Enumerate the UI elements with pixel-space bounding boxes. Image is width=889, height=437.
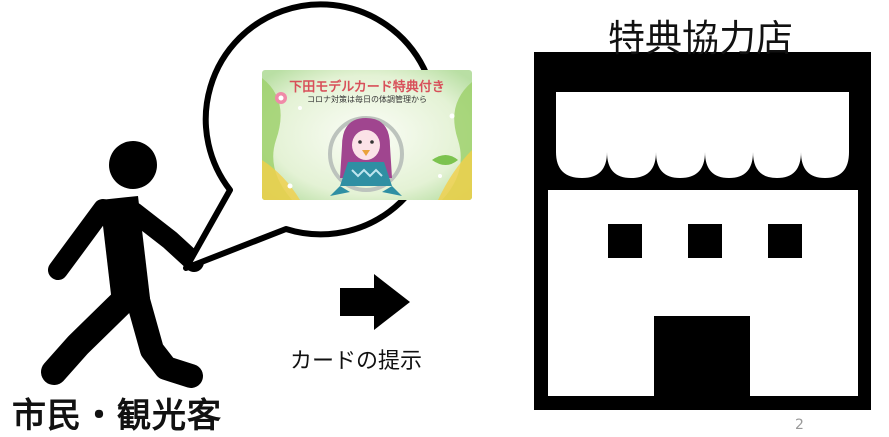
card-decoration bbox=[262, 78, 472, 200]
card-flower-icon bbox=[275, 92, 287, 104]
action-label: カードの提示 bbox=[290, 349, 423, 374]
model-card-image bbox=[262, 70, 472, 200]
card-title: 下田モデルカード特典付き bbox=[289, 80, 445, 95]
amabie-mascot-icon bbox=[328, 116, 404, 196]
page-number: 2 bbox=[795, 417, 804, 433]
shop-window-left bbox=[608, 224, 642, 258]
shop-awning bbox=[556, 92, 849, 178]
shop-window-right bbox=[768, 224, 802, 258]
shop-door bbox=[654, 316, 750, 396]
citizen-tourist-label: 市民・観光客 bbox=[12, 396, 222, 436]
card-leaf-icon bbox=[432, 155, 458, 165]
person-walking-icon bbox=[41, 141, 204, 388]
shop-icon bbox=[534, 52, 871, 410]
shop-window-center bbox=[688, 224, 722, 258]
arrow-right-icon bbox=[340, 274, 410, 330]
card-subtitle: コロナ対策は毎日の体調管理から bbox=[307, 95, 427, 104]
store-label: 特典協力店 bbox=[608, 17, 793, 60]
